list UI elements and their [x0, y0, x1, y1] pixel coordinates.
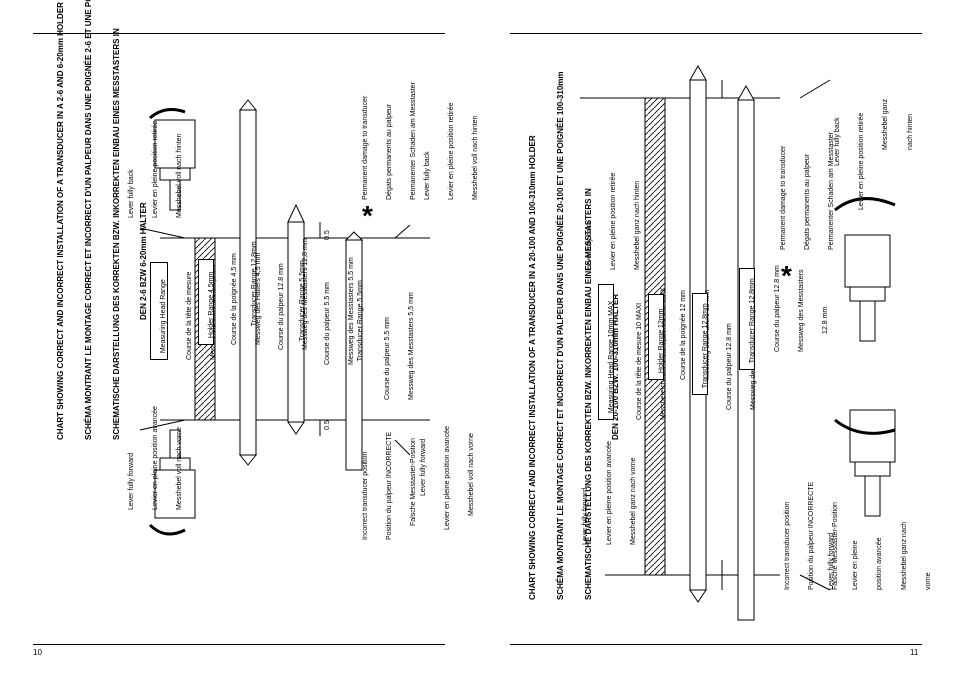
right-top-rule	[510, 33, 922, 34]
left-lever-forward-sketch	[148, 429, 196, 536]
left-lever-back-sketch	[149, 108, 196, 211]
right-lever-back-bottom: Lever fully back Levier en pleine positi…	[834, 99, 914, 210]
right-lever-back-sketch	[834, 197, 896, 342]
left-page-number: 10	[33, 648, 42, 657]
left-asterisk: *	[362, 200, 373, 231]
right-transducer-long-box: Transducer Range 12.8mm	[692, 293, 709, 395]
right-lever-forward-top: Lever fully forward Levier en pleine pos…	[582, 441, 638, 545]
right-transducer-short-fr-de: Course du palpeur 12.8 mm Messweg des Me…	[774, 265, 830, 352]
right-bottom-rule	[510, 644, 922, 645]
right-lever-forward-sketch	[834, 409, 896, 517]
left-top-rule	[33, 33, 445, 34]
right-lever-forward-bottom: Lever fully forward Levier en pleine pos…	[828, 521, 932, 590]
right-page-number: 11	[910, 648, 919, 657]
right-measuring-head-box: Measuring Head Range 10mm MAX	[598, 284, 615, 420]
right-transducer-short-box: Transducer Range 12.8mm	[739, 268, 756, 370]
right-asterisk: *	[781, 260, 792, 291]
left-bottom-rule	[33, 644, 445, 645]
right-lever-back-top: Lever fully back Levier en pleine positi…	[586, 172, 642, 270]
right-holder-box: Holder Range 12mm	[648, 294, 665, 380]
